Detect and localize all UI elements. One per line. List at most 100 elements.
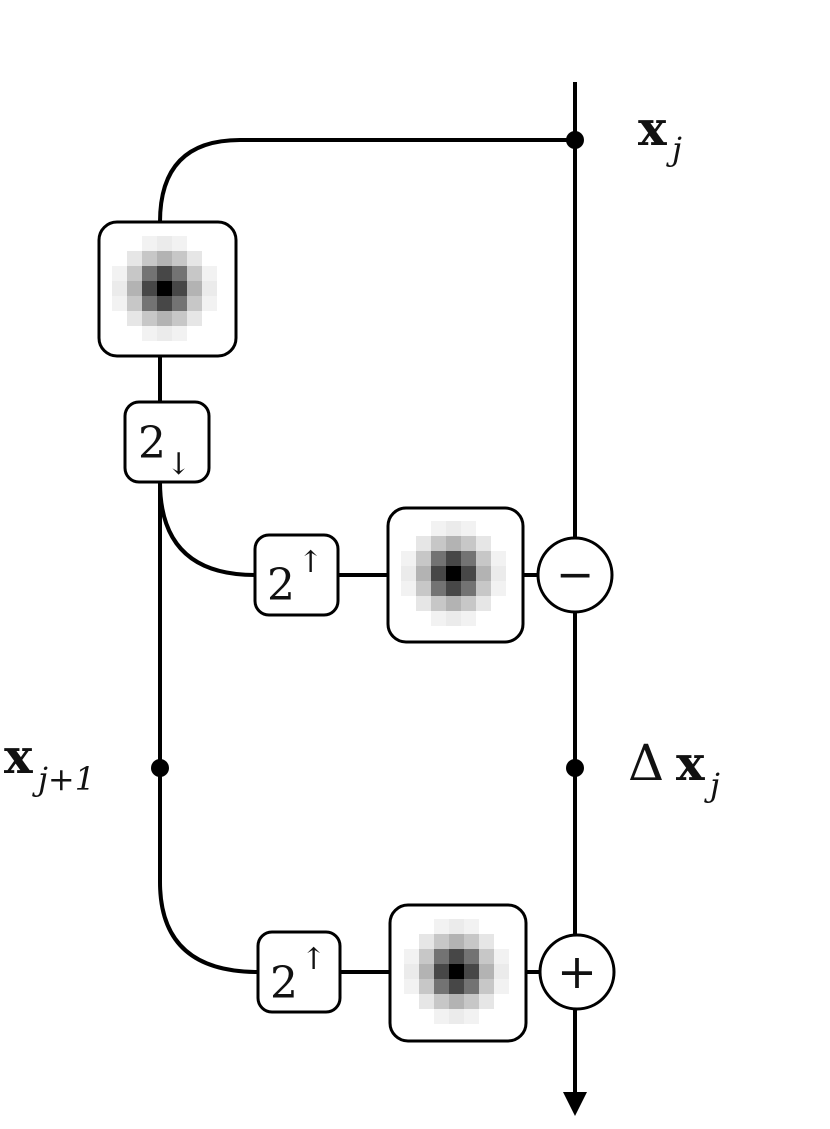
kernel-pixel [449,1009,464,1024]
subtract-operator: − [536,536,614,614]
kernel-pixel [494,979,509,994]
kernel-pixel [431,536,446,551]
kernel-pixel [476,551,491,566]
kernel-pixel [449,919,464,934]
kernel-pixel [476,566,491,581]
kernel-pixel [401,551,416,566]
kernel-pixel [142,311,157,326]
kernel-pixel [434,964,449,979]
kernel-pixel [172,311,187,326]
kernel-pixel [172,266,187,281]
kernel-pixel [187,281,202,296]
kernel-pixel [416,581,431,596]
kernel-pixel [112,296,127,311]
kernel-pixel [464,1009,479,1024]
output-arrowhead [563,1092,587,1116]
kernel-pixel [434,994,449,1009]
kernel-pixel [461,521,476,536]
downsample-factor: 2 [138,418,166,469]
kernel-pixel [431,611,446,626]
kernel-pixel [401,581,416,596]
kernel-pixel [404,979,419,994]
gaussian-kernel-grid [112,236,217,341]
kernel-pixel [157,326,172,341]
kernel-pixel [127,266,142,281]
blur-kernel-box-1 [97,220,238,358]
upsample-1-factor: 2 [267,560,295,611]
kernel-pixel [112,281,127,296]
junction-dot-xj1 [151,759,169,777]
kernel-pixel [127,296,142,311]
kernel-pixel [476,581,491,596]
kernel-pixel [157,296,172,311]
kernel-pixel [446,521,461,536]
kernel-pixel [476,536,491,551]
downsample-block: 2 ↓ [123,400,211,484]
subtract-symbol: − [556,547,595,601]
kernel-pixel [419,934,434,949]
kernel-pixel [446,596,461,611]
kernel-pixel [461,611,476,626]
kernel-pixel [464,919,479,934]
kernel-pixel [431,551,446,566]
kernel-pixel [416,566,431,581]
kernel-pixel [142,296,157,311]
add-symbol: + [557,944,597,1000]
kernel-pixel [172,281,187,296]
kernel-pixel [172,236,187,251]
kernel-pixel [479,949,494,964]
kernel-pixel [479,994,494,1009]
blur-kernel-box-2 [386,506,525,644]
kernel-pixel [479,964,494,979]
kernel-pixel [416,596,431,611]
kernel-pixel [434,1009,449,1024]
kernel-pixel [446,536,461,551]
kernel-pixel [446,551,461,566]
label-x-j-plus-1: x j+1 [4,729,95,798]
branch-top-wire [158,138,575,223]
kernel-pixel [416,536,431,551]
kernel-pixel [404,949,419,964]
kernel-pixel [202,281,217,296]
kernel-pixel [494,949,509,964]
kernel-pixel [157,266,172,281]
kernel-pixel [431,596,446,611]
kernel-pixel [461,536,476,551]
kernel-pixel [491,566,506,581]
gaussian-kernel-grid [401,521,506,626]
kernel-pixel [157,251,172,266]
kernel-pixel [419,994,434,1009]
kernel-pixel [142,281,157,296]
label-delta-prefix: Δ [628,734,664,792]
kernel-pixel [142,236,157,251]
kernel-pixel [431,521,446,536]
kernel-pixel [476,596,491,611]
add-operator: + [538,933,616,1011]
label-x-j1-sub: j+1 [32,760,95,798]
gaussian-kernel-grid [404,919,509,1024]
junction-dot-xj [566,131,584,149]
kernel-pixel [419,964,434,979]
kernel-pixel [187,311,202,326]
kernel-pixel [461,566,476,581]
label-delta-sub: j [704,766,720,804]
kernel-pixel [142,251,157,266]
kernel-pixel [446,611,461,626]
kernel-pixel [461,596,476,611]
downsample-arrow: ↓ [166,447,191,482]
kernel-pixel [172,326,187,341]
kernel-pixel [142,266,157,281]
kernel-pixel [127,311,142,326]
kernel-pixel [187,251,202,266]
blur-kernel-box-3 [388,903,528,1043]
kernel-pixel [431,581,446,596]
kernel-pixel [449,949,464,964]
label-x-j-sub: j [666,130,682,168]
kernel-pixel [172,251,187,266]
kernel-pixel [202,296,217,311]
kernel-pixel [404,964,419,979]
kernel-pixel [446,581,461,596]
kernel-pixel [434,979,449,994]
branch-up2-wire [158,881,259,974]
